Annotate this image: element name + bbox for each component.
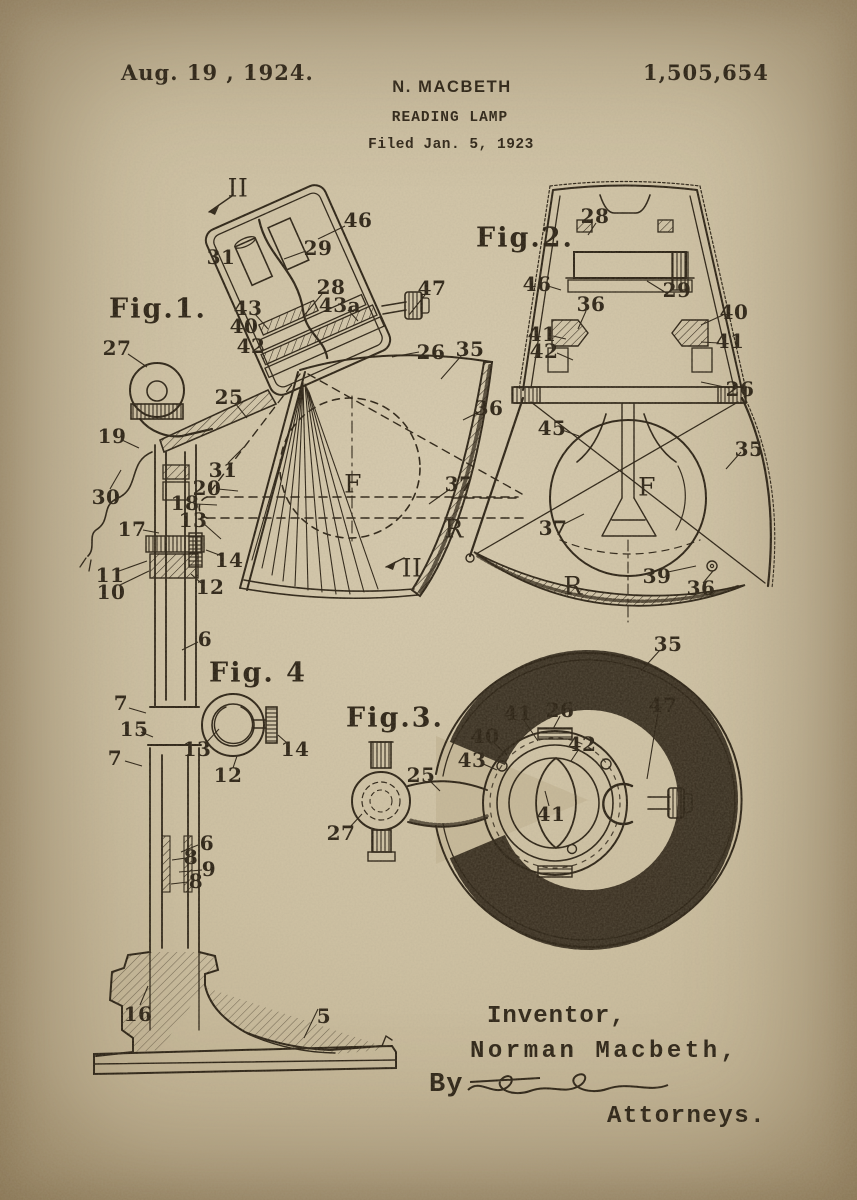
figure-3-title: Fig.3. bbox=[346, 702, 444, 734]
filed-date-line: Filed Jan. 5, 1923 bbox=[368, 137, 534, 153]
invention-title: READING LAMP bbox=[391, 110, 509, 126]
ref-label-46: 46 bbox=[343, 208, 373, 232]
inventor-label: Inventor, bbox=[487, 1003, 626, 1030]
ref-label-43a: 43a bbox=[318, 293, 362, 317]
ref-label-46: 46 bbox=[522, 272, 552, 296]
ref-label-25: 25 bbox=[406, 763, 436, 787]
ref-label-42: 42 bbox=[236, 334, 266, 358]
patent-date: Aug. 19 , 1924. bbox=[121, 60, 314, 85]
ref-label-26: 26 bbox=[725, 377, 755, 401]
ref-label-II: II bbox=[401, 553, 423, 583]
ref-label-15: 15 bbox=[119, 717, 149, 741]
ref-label-37: 37 bbox=[538, 516, 568, 540]
ref-label-8: 8 bbox=[183, 845, 199, 869]
ref-label-39: 39 bbox=[642, 564, 672, 588]
ref-label-8: 8 bbox=[188, 869, 204, 893]
ref-label-37: 37 bbox=[444, 472, 474, 496]
ref-label-40: 40 bbox=[470, 724, 500, 748]
ref-label-41: 41 bbox=[715, 329, 745, 353]
ref-label-40: 40 bbox=[719, 300, 749, 324]
ref-label-29: 29 bbox=[662, 278, 692, 302]
ref-label-R: R bbox=[563, 571, 583, 601]
ref-label-35: 35 bbox=[455, 337, 485, 361]
ref-label-42: 42 bbox=[567, 732, 597, 756]
ref-label-35: 35 bbox=[734, 437, 764, 461]
ref-label-17: 17 bbox=[117, 517, 147, 541]
ref-label-16: 16 bbox=[123, 1002, 153, 1026]
ref-label-R: R bbox=[444, 514, 464, 544]
ref-label-F: F bbox=[344, 469, 362, 499]
ref-label-13: 13 bbox=[178, 508, 208, 532]
ref-label-45: 45 bbox=[537, 416, 567, 440]
ref-label-12: 12 bbox=[195, 575, 225, 599]
ref-label-9: 9 bbox=[201, 857, 217, 881]
ref-label-25: 25 bbox=[214, 385, 244, 409]
ref-label-II: II bbox=[227, 173, 249, 203]
ref-label-41: 41 bbox=[536, 802, 566, 826]
ref-label-F: F bbox=[638, 472, 656, 502]
ref-label-47: 47 bbox=[417, 276, 447, 300]
ref-label-36: 36 bbox=[474, 396, 504, 420]
ref-label-6: 6 bbox=[197, 627, 213, 651]
applicant-name: N. MACBETH bbox=[392, 78, 512, 96]
inventor-name: Norman Macbeth, bbox=[470, 1038, 739, 1065]
ref-label-31: 31 bbox=[206, 245, 236, 269]
figure-4-title: Fig. 4 bbox=[209, 657, 307, 689]
ref-label-13: 13 bbox=[182, 737, 212, 761]
ref-label-14: 14 bbox=[214, 548, 244, 572]
ref-label-41: 41 bbox=[503, 701, 533, 725]
ref-label-35: 35 bbox=[653, 632, 683, 656]
ref-label-47: 47 bbox=[648, 693, 678, 717]
ref-label-14: 14 bbox=[280, 737, 310, 761]
ref-label-26: 26 bbox=[416, 340, 446, 364]
ref-label-36: 36 bbox=[576, 292, 606, 316]
ref-label-7: 7 bbox=[113, 691, 129, 715]
figure-2-title: Fig.2. bbox=[476, 222, 574, 254]
patent-number: 1,505,654 bbox=[643, 60, 769, 85]
ref-label-29: 29 bbox=[303, 236, 333, 260]
ref-label-10: 10 bbox=[96, 580, 126, 604]
ref-label-30: 30 bbox=[91, 485, 121, 509]
ref-label-26: 26 bbox=[545, 698, 575, 722]
ref-label-5: 5 bbox=[316, 1004, 332, 1028]
ref-label-36: 36 bbox=[686, 576, 716, 600]
ref-label-42: 42 bbox=[529, 339, 559, 363]
ref-label-28: 28 bbox=[580, 204, 610, 228]
ref-label-6: 6 bbox=[199, 831, 215, 855]
ref-label-43: 43 bbox=[457, 748, 487, 772]
attorneys-label: Attorneys. bbox=[607, 1103, 767, 1130]
figure-1-title: Fig.1. bbox=[109, 293, 207, 325]
figure-4-drawing bbox=[201, 693, 278, 757]
ref-label-12: 12 bbox=[213, 763, 243, 787]
ref-label-27: 27 bbox=[102, 336, 132, 360]
ref-label-27: 27 bbox=[326, 821, 356, 845]
ref-label-19: 19 bbox=[97, 424, 127, 448]
attorney-signature-scrawl bbox=[467, 1073, 669, 1095]
signature-by-label: By bbox=[429, 1070, 464, 1100]
ref-label-7: 7 bbox=[107, 746, 123, 770]
